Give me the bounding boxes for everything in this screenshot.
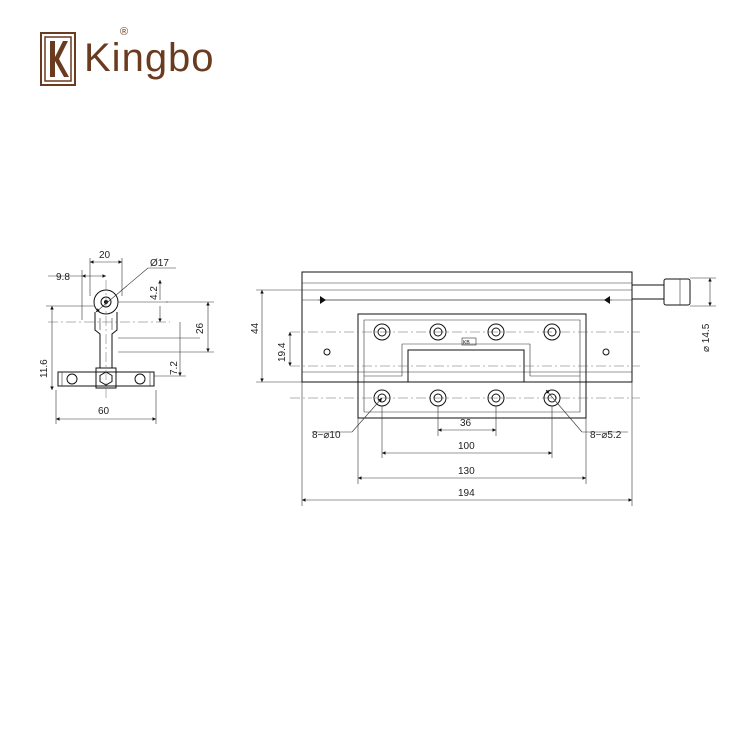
holes-top-row [373,323,561,341]
dim-20: 20 [99,250,111,261]
dim-19-4: 19.4 [277,342,288,362]
dim-60: 60 [98,406,110,417]
dim-pin-diameter-14-5: ⌀ 14.5 [701,323,712,352]
kingbo-k-logo-icon [40,32,76,86]
dim-100: 100 [458,441,475,452]
dim-26: 26 [195,322,206,334]
front-view: KB 44 19.4 ⌀ 14.5 8−⌀10 8−⌀5.2 [250,271,716,506]
dim-194: 194 [458,488,475,499]
dim-36: 36 [460,418,472,429]
hinge-badge: KB [463,340,470,346]
dim-large-holes: 8−⌀10 [312,430,341,441]
dim-7-2: 7.2 [169,361,180,375]
dim-11-6: 11.6 [39,359,50,378]
dim-small-holes: 8−⌀5.2 [590,430,622,441]
hinge-pin-cap [663,278,691,306]
dim-130: 130 [458,466,475,477]
brand-logo: Kingbo ® [40,26,240,92]
dim-9-8: 9.8 [56,272,70,283]
hinge-body [301,271,633,383]
dim-44: 44 [250,322,261,334]
dim-hole-diameter-17: Ø17 [150,258,169,269]
brand-name: Kingbo [84,36,215,80]
registered-mark: ® [120,26,129,38]
dim-4-2: 4.2 [149,286,160,300]
side-view: 20 9.8 Ø17 4.2 26 11.6 7.2 60 [39,250,214,424]
